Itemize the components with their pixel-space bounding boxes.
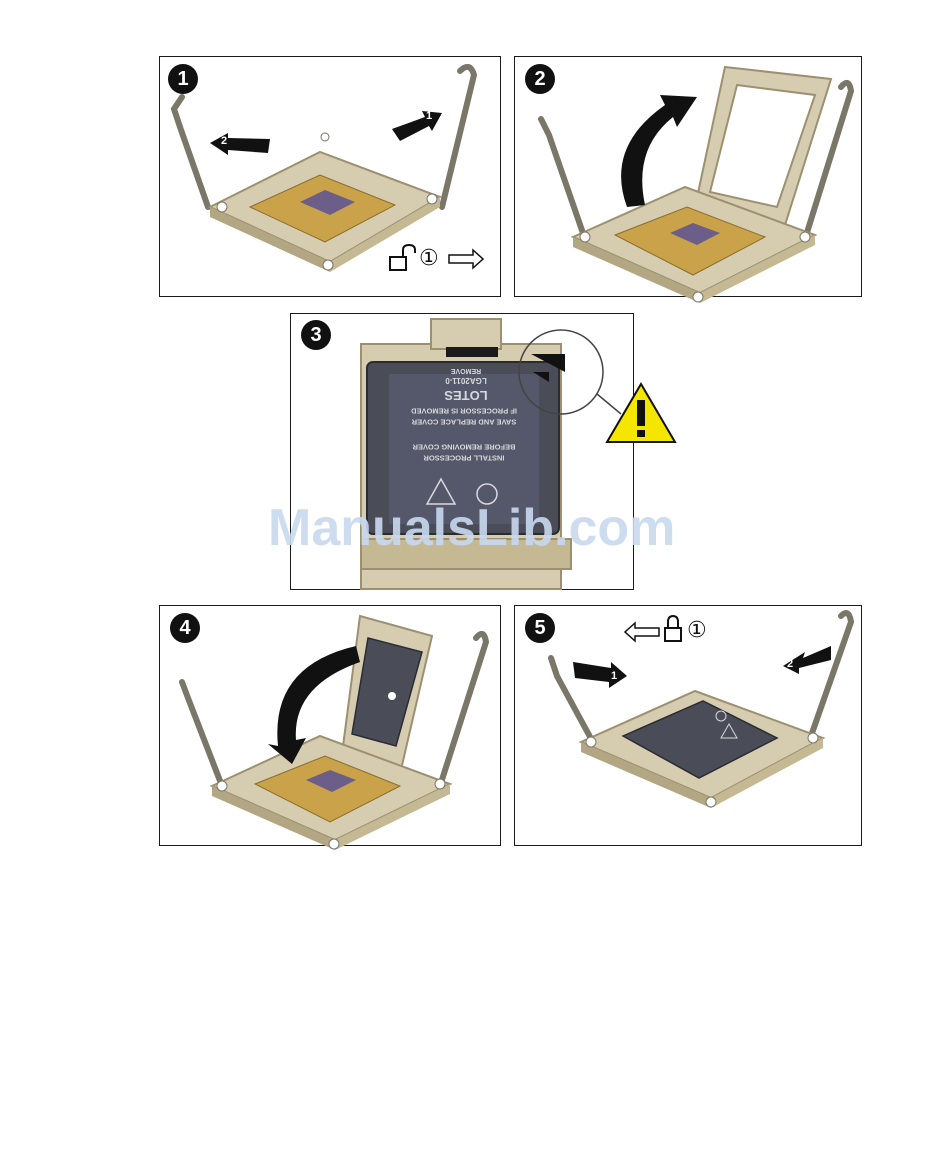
warning-icon — [291, 314, 691, 591]
step-4-panel: 4 — [159, 605, 501, 846]
arrow-label-2: 2 — [787, 658, 793, 670]
step-3-panel: 3 REMOVE LGA2011-0 LOTES IF PROCESSOR IS… — [290, 313, 634, 590]
step-1-panel: 1 2 1 ① — [159, 56, 501, 297]
down-left-arrow-icon — [515, 606, 863, 847]
step-2-panel: 2 — [514, 56, 862, 297]
curved-arrow-icon — [515, 57, 863, 298]
curved-arrow-icon — [160, 606, 502, 847]
right-outline-arrow-icon — [160, 57, 502, 298]
step-5-panel: 5 ① 1 2 — [514, 605, 862, 846]
